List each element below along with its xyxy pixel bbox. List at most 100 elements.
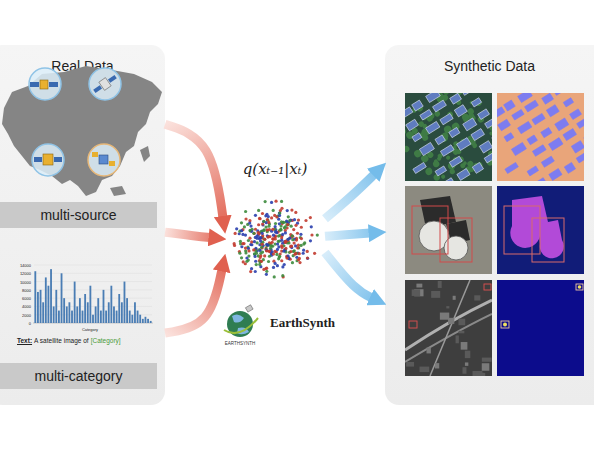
latent-point (294, 211, 297, 214)
latent-point (274, 200, 277, 203)
building-block (456, 335, 459, 343)
latent-point (253, 232, 256, 235)
building-roof (479, 141, 492, 153)
formula-label: q(xₜ₋₁|xₜ) (225, 160, 325, 178)
tree-crown (472, 143, 477, 148)
building-block (420, 367, 430, 373)
latent-point (244, 251, 247, 254)
chart-bar (68, 302, 70, 323)
latent-point (299, 233, 302, 236)
latent-point (288, 219, 291, 222)
tree-crown (471, 142, 478, 149)
tree-crown (489, 131, 492, 136)
building-roof (505, 162, 518, 173)
model-name: EarthSynth (270, 316, 335, 330)
tree-crown (427, 168, 432, 173)
building-roof (426, 93, 441, 103)
latent-point (258, 248, 261, 251)
latent-point (272, 209, 275, 212)
grid-line (34, 298, 152, 299)
mask-blob (538, 220, 564, 258)
chart-bar (147, 319, 149, 323)
building-roof (532, 145, 546, 157)
building-roof (546, 105, 559, 117)
latent-point (265, 213, 268, 216)
latent-point (310, 225, 313, 228)
satellite-badge (32, 144, 64, 176)
storage-tank (444, 236, 468, 260)
latent-point (291, 261, 294, 264)
latent-point (273, 275, 276, 278)
solar-panel (109, 161, 115, 166)
latent-point (238, 252, 241, 255)
latent-point (310, 233, 313, 236)
latent-point (298, 257, 301, 260)
latent-point (250, 240, 253, 243)
latent-point (262, 268, 265, 271)
synthetic-image (405, 186, 492, 274)
solar-panel (92, 152, 98, 157)
building-roof (435, 166, 446, 176)
latent-point (296, 232, 299, 235)
latent-point (302, 249, 305, 252)
building-roof (525, 100, 539, 112)
latent-point (290, 245, 293, 248)
latent-point (293, 218, 296, 221)
tree-crown (411, 107, 417, 113)
latent-point (256, 241, 259, 244)
building-roof (518, 121, 532, 133)
latent-point (306, 257, 309, 260)
earthsynth-logo (224, 305, 258, 337)
building-block (440, 313, 449, 320)
chart-bar (137, 311, 139, 323)
grid-line (34, 306, 152, 307)
satellite-badge (88, 144, 120, 176)
bounding-box (576, 284, 583, 290)
building-roof (449, 127, 460, 137)
building-roof (511, 142, 526, 155)
segmentation-mask (497, 186, 584, 274)
building-roof (413, 162, 426, 173)
building-block (448, 318, 454, 324)
tree-crown (450, 121, 460, 131)
flow-arrow (325, 233, 373, 236)
chart-bar (76, 306, 78, 323)
bounding-box (484, 284, 491, 290)
latent-point (276, 264, 279, 267)
chart-bar (37, 292, 39, 323)
chart-bar (74, 282, 76, 323)
latent-point (289, 250, 292, 253)
tree-crown (433, 110, 441, 118)
building-roof (440, 145, 454, 157)
bounding-box (504, 206, 540, 254)
latent-point (265, 248, 268, 251)
latent-point (284, 240, 287, 243)
latent-point (306, 256, 309, 259)
building-roof (564, 162, 575, 173)
chart-bar (58, 311, 60, 323)
latent-point (298, 252, 301, 255)
latent-point (264, 200, 267, 203)
building-block (475, 373, 485, 376)
chart-bar (108, 302, 110, 323)
latent-point (266, 218, 269, 221)
latent-point (291, 234, 294, 237)
logo-orbit (224, 318, 258, 333)
latent-point (235, 227, 238, 230)
solar-panel (34, 157, 42, 162)
mask-blob (578, 285, 582, 289)
building-roof (492, 131, 493, 143)
panel-title: Synthetic Data (385, 57, 594, 75)
asia-map (2, 66, 162, 196)
tree-crown (425, 167, 433, 175)
chart-bar (95, 306, 97, 323)
tree-crown (487, 150, 492, 159)
latent-point (270, 216, 273, 219)
solar-panel (93, 85, 102, 93)
building-roof (532, 113, 545, 124)
building-roof (563, 98, 573, 107)
latent-point (247, 249, 250, 252)
tree-crown (437, 153, 444, 160)
satellite-body (99, 155, 108, 164)
island-shape (110, 186, 126, 196)
